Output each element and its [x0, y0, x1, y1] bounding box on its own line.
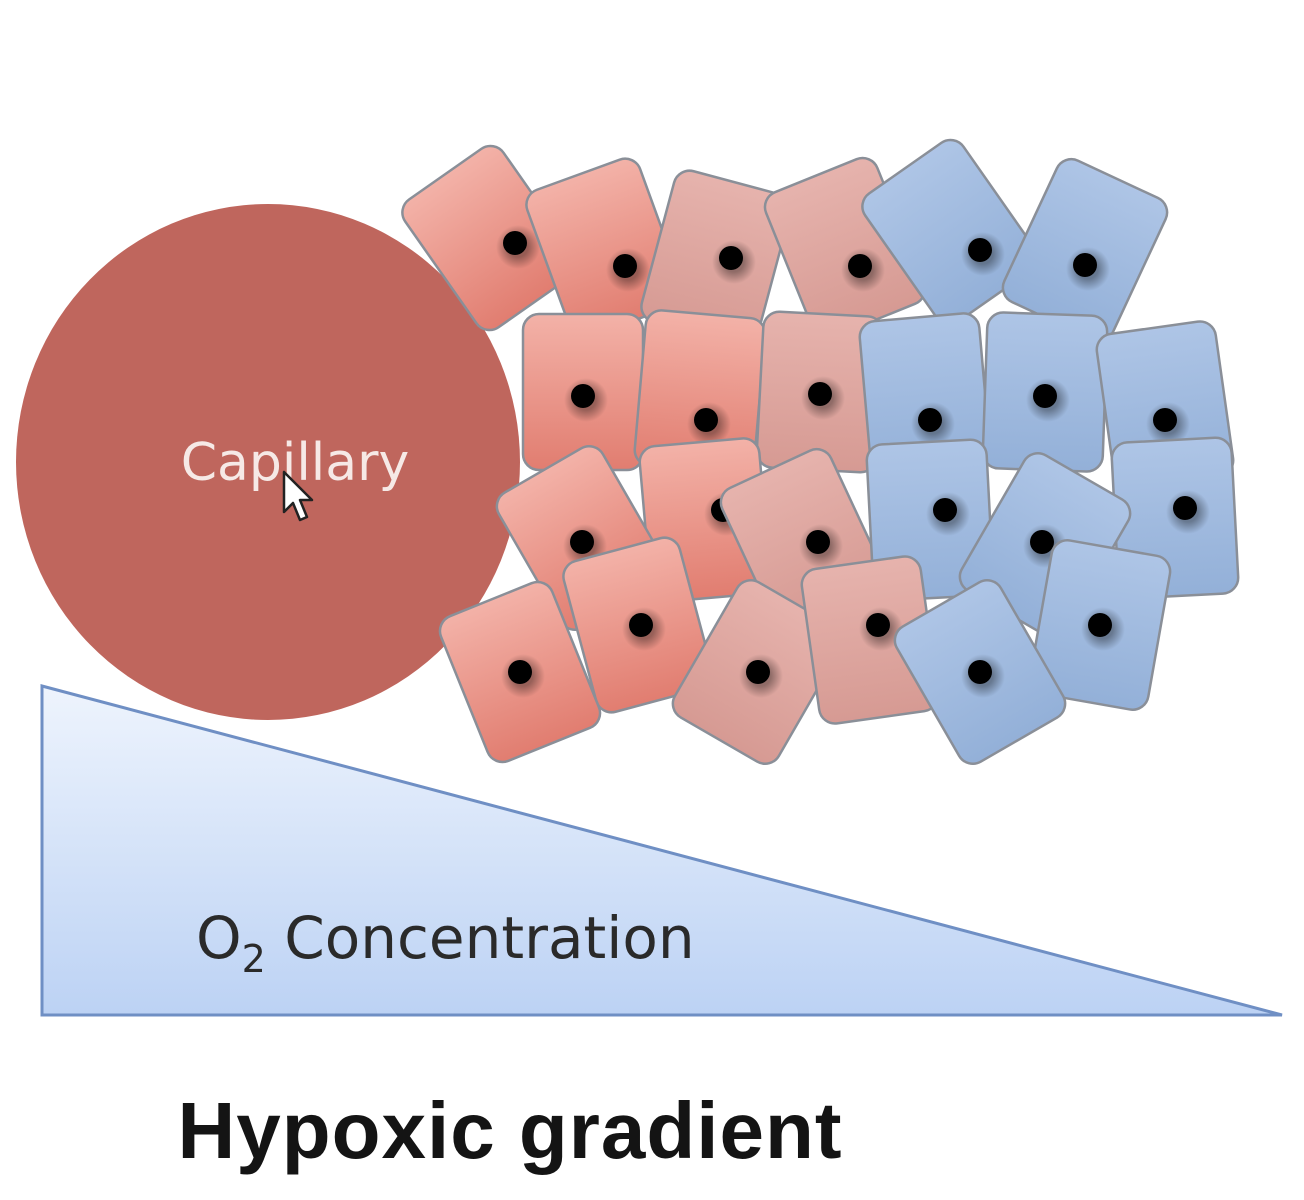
mouse-cursor-icon: [282, 470, 314, 522]
oxygen-gradient-wedge: [40, 684, 1283, 1017]
cell-body: [861, 138, 1039, 326]
cell-nucleus: [1030, 530, 1054, 554]
tumor-cell: [1028, 539, 1172, 711]
cell-nucleus: [933, 498, 957, 522]
cell-nucleus: [918, 408, 942, 432]
cell-nucleus: [746, 660, 770, 684]
cell-nucleus: [694, 408, 718, 432]
cell-nucleus: [571, 384, 595, 408]
cell-cluster: [401, 138, 1240, 765]
cell-nucleus: [1173, 496, 1197, 520]
cell-nucleus: [848, 254, 872, 278]
tumor-cell: [438, 580, 602, 764]
tumor-cell: [562, 536, 714, 714]
cell-nucleus: [508, 660, 532, 684]
cell-nucleus: [866, 613, 890, 637]
tumor-cell: [893, 579, 1067, 765]
concentration-word: Concentration: [266, 904, 695, 972]
cell-nucleus: [570, 530, 594, 554]
cell-nucleus: [503, 231, 527, 255]
tumor-cell: [861, 138, 1039, 326]
tumor-cell: [671, 579, 845, 765]
tumor-cell: [755, 310, 885, 474]
tumor-cell: [981, 311, 1109, 473]
diagram-caption: Hypoxic gradient: [177, 1086, 843, 1175]
oxygen-symbol: O: [196, 904, 242, 972]
cell-nucleus: [613, 254, 637, 278]
cell-nucleus: [719, 246, 743, 270]
cell-nucleus: [1073, 253, 1097, 277]
cell-nucleus: [808, 382, 832, 406]
capillary-vessel: [16, 204, 520, 720]
oxygen-concentration-label: O2 Concentration: [196, 904, 695, 981]
cell-nucleus: [629, 613, 653, 637]
cell-nucleus: [1153, 408, 1177, 432]
cell-nucleus: [806, 530, 830, 554]
cell-nucleus: [968, 660, 992, 684]
cell-nucleus: [1033, 384, 1057, 408]
cell-nucleus: [968, 238, 992, 262]
cell-nucleus: [1088, 613, 1112, 637]
oxygen-subscript: 2: [242, 937, 266, 981]
